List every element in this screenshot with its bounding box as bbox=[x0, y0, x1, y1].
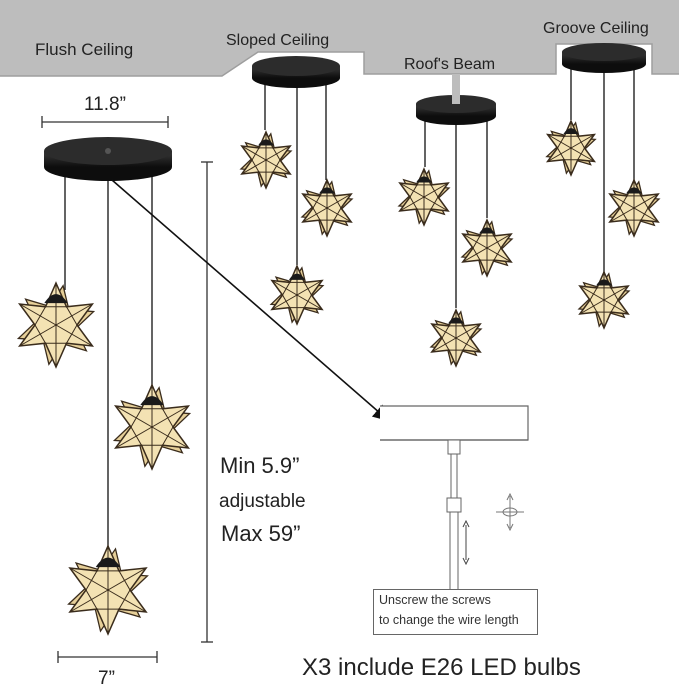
instruction-line-1: Unscrew the screws bbox=[379, 593, 491, 607]
canopy-width-line bbox=[41, 116, 169, 128]
star-lamp-shade bbox=[16, 281, 96, 369]
canopy-groove bbox=[562, 43, 646, 73]
star-lamp-shade bbox=[607, 178, 661, 238]
canopy-flush bbox=[44, 137, 172, 181]
detail-canopy bbox=[380, 405, 529, 441]
sloped-ceiling-label: Sloped Ceiling bbox=[226, 32, 329, 49]
shade-width-line bbox=[57, 651, 158, 663]
shade-width-label: 7” bbox=[98, 668, 115, 688]
star-lamp-shade bbox=[269, 264, 325, 326]
instruction-line-2: to change the wire length bbox=[379, 613, 519, 627]
canopy-sloped bbox=[252, 56, 340, 88]
star-lamp-shade bbox=[239, 130, 293, 190]
roofs-beam-label: Roof's Beam bbox=[404, 56, 495, 73]
wire-adjust-detail bbox=[446, 439, 467, 590]
adjustable-label: adjustable bbox=[219, 491, 306, 512]
max-height-label: Max 59” bbox=[221, 521, 300, 546]
star-lamp-shade bbox=[545, 119, 597, 177]
min-height-label: Min 5.9” bbox=[220, 453, 299, 478]
screw-icon bbox=[496, 492, 524, 532]
star-lamp-shade bbox=[112, 383, 192, 471]
star-lamp-shade bbox=[460, 218, 514, 278]
canopy-beam bbox=[416, 74, 496, 125]
height-line bbox=[201, 161, 213, 643]
instruction-box: Unscrew the screws to change the wire le… bbox=[373, 589, 538, 635]
canopy-width-label: 11.8” bbox=[84, 94, 126, 115]
star-lamp-shade bbox=[397, 167, 451, 227]
groove-ceiling-label: Groove Ceiling bbox=[543, 20, 649, 37]
detail-arrow bbox=[111, 179, 390, 422]
star-lamp-shade bbox=[300, 178, 354, 238]
ceiling-profile bbox=[0, 0, 679, 76]
footer-label: X3 include E26 LED bulbs bbox=[302, 654, 581, 681]
star-lamp-shade bbox=[429, 308, 483, 368]
star-lamp-shade bbox=[577, 270, 631, 330]
star-lamp-shade bbox=[67, 544, 149, 636]
flush-ceiling-label: Flush Ceiling bbox=[35, 40, 133, 59]
